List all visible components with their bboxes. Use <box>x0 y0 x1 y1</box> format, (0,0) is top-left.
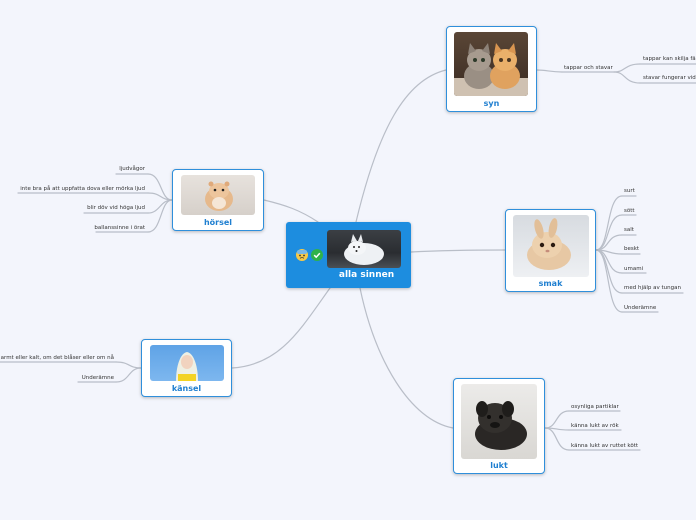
leaf-kansel-underamne[interactable]: Underämne <box>82 375 114 382</box>
link-central-syn <box>356 70 446 222</box>
leaf-syn-tappar-och-stavar[interactable]: tappar och stavar <box>564 65 613 72</box>
pug-puppy-photo <box>461 384 537 459</box>
leaf-smak-umami[interactable]: umami <box>624 266 643 273</box>
topic-kansel[interactable]: känsel <box>141 339 232 397</box>
topic-kansel-label: känsel <box>142 384 231 393</box>
link-central-horsel <box>264 200 318 222</box>
topic-smak[interactable]: smak <box>505 209 596 292</box>
leaf-smak-med-hjalp-av-tungan[interactable]: med hjälp av tungan <box>624 285 681 292</box>
leaf-horsel-dova-ljud[interactable]: inte bra på att uppfatta dova eller mörk… <box>20 186 145 193</box>
check-circle-icon <box>311 249 323 261</box>
leaf-horsel-dov[interactable]: blir döv vid höga ljud <box>87 205 145 212</box>
leaf-smak-surt[interactable]: surt <box>624 188 635 195</box>
link-central-kansel <box>232 288 330 368</box>
link-central-lukt <box>360 288 453 428</box>
leaf-horsel-ljudvagor[interactable]: ljudvågor <box>119 166 145 173</box>
leaf-syn-tappar-kan-skilja[interactable]: tappar kan skilja fä <box>643 56 696 63</box>
leaf-smak-salt[interactable]: salt <box>624 227 634 234</box>
leaf-horsel-ballanssinne[interactable]: ballanssinne i örat <box>94 225 145 232</box>
leaf-smak-beskt[interactable]: beskt <box>624 246 639 253</box>
leaf-lukt-rok[interactable]: känna lukt av rök <box>571 423 619 430</box>
topic-syn-label: syn <box>447 99 536 108</box>
topic-horsel[interactable]: hörsel <box>172 169 264 231</box>
arctic-fox-photo <box>327 230 401 268</box>
link-central-smak <box>411 250 505 252</box>
cold-sweat-emoji-icon <box>296 249 308 261</box>
central-topic-title: alla sinnen <box>322 270 411 280</box>
topic-horsel-label: hörsel <box>173 218 263 227</box>
rabbit-photo <box>513 215 589 277</box>
leaf-syn-stavar-fungerar[interactable]: stavar fungerar vid <box>643 75 696 82</box>
leaf-smak-sott[interactable]: sött <box>624 208 635 215</box>
leaf-smak-underamne[interactable]: Underämne <box>624 305 656 312</box>
leaf-lukt-osynliga-partiklar[interactable]: osynliga partiklar <box>571 404 619 411</box>
leaf-lukt-ruttet-kott[interactable]: känna lukt av ruttet kött <box>571 443 638 450</box>
hamster-photo <box>181 175 255 215</box>
blonde-person-photo <box>150 345 224 381</box>
central-topic[interactable]: alla sinnen <box>286 222 411 288</box>
two-kittens-photo <box>454 32 528 96</box>
topic-syn[interactable]: syn <box>446 26 537 112</box>
topic-smak-label: smak <box>506 279 595 288</box>
topic-lukt-label: lukt <box>454 461 544 470</box>
leaf-kansel-varmt-kallt[interactable]: armt eller kalt, om det blåser eller om … <box>1 355 114 362</box>
topic-lukt[interactable]: lukt <box>453 378 545 474</box>
